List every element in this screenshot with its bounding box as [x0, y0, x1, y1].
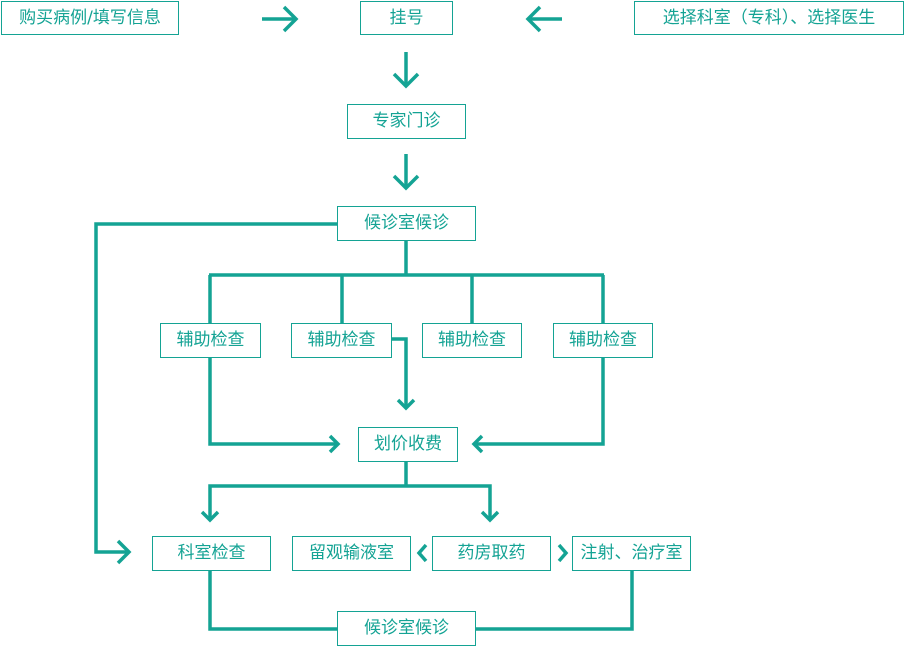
node-waiting-room-top: 候诊室候诊 [337, 206, 476, 241]
loop-line [94, 222, 337, 565]
node-aux-exam-1: 辅助检查 [160, 323, 261, 358]
chevron-right-icon [557, 543, 569, 563]
node-observation-room: 留观输液室 [292, 536, 411, 571]
split-line [200, 462, 500, 523]
node-register: 挂号 [360, 1, 453, 35]
node-label: 候诊室候诊 [364, 618, 449, 638]
node-label: 选择科室（专科）、选择医生 [662, 7, 876, 28]
node-pharmacy: 药房取药 [432, 536, 551, 571]
node-buy-record: 购买病例/填写信息 [1, 1, 179, 35]
node-label: 留观输液室 [309, 543, 394, 563]
node-waiting-room-bottom: 候诊室候诊 [337, 611, 476, 646]
node-aux-exam-2: 辅助检查 [291, 323, 392, 358]
node-treatment-room: 注射、治疗室 [572, 536, 691, 571]
node-select-department: 选择科室（专科）、选择医生 [634, 1, 904, 35]
node-aux-exam-4: 辅助检查 [553, 323, 653, 358]
node-label: 辅助检查 [176, 330, 245, 350]
chevron-left-icon [416, 543, 428, 563]
arrow-down-icon [392, 52, 420, 89]
node-label: 辅助检查 [569, 330, 637, 350]
node-label: 注射、治疗室 [580, 543, 683, 563]
node-label: 候诊室候诊 [364, 213, 449, 233]
node-dept-exam: 科室检查 [152, 536, 271, 571]
merge-line [208, 337, 605, 454]
node-aux-exam-3: 辅助检查 [422, 323, 522, 358]
node-label: 科室检查 [177, 543, 246, 563]
node-label: 购买病例/填写信息 [19, 7, 161, 28]
arrow-right-icon [262, 5, 299, 33]
arrow-down-icon [392, 154, 420, 191]
node-expert-clinic: 专家门诊 [347, 104, 466, 139]
node-label: 辅助检查 [307, 330, 376, 350]
node-label: 划价收费 [374, 434, 442, 454]
node-billing: 划价收费 [358, 427, 458, 462]
arrow-left-icon [525, 5, 562, 33]
return-line [208, 571, 634, 631]
node-label: 挂号 [389, 7, 424, 28]
node-label: 专家门诊 [372, 111, 441, 131]
branch-line [208, 241, 605, 323]
node-label: 药房取药 [457, 543, 526, 563]
node-label: 辅助检查 [438, 330, 506, 350]
